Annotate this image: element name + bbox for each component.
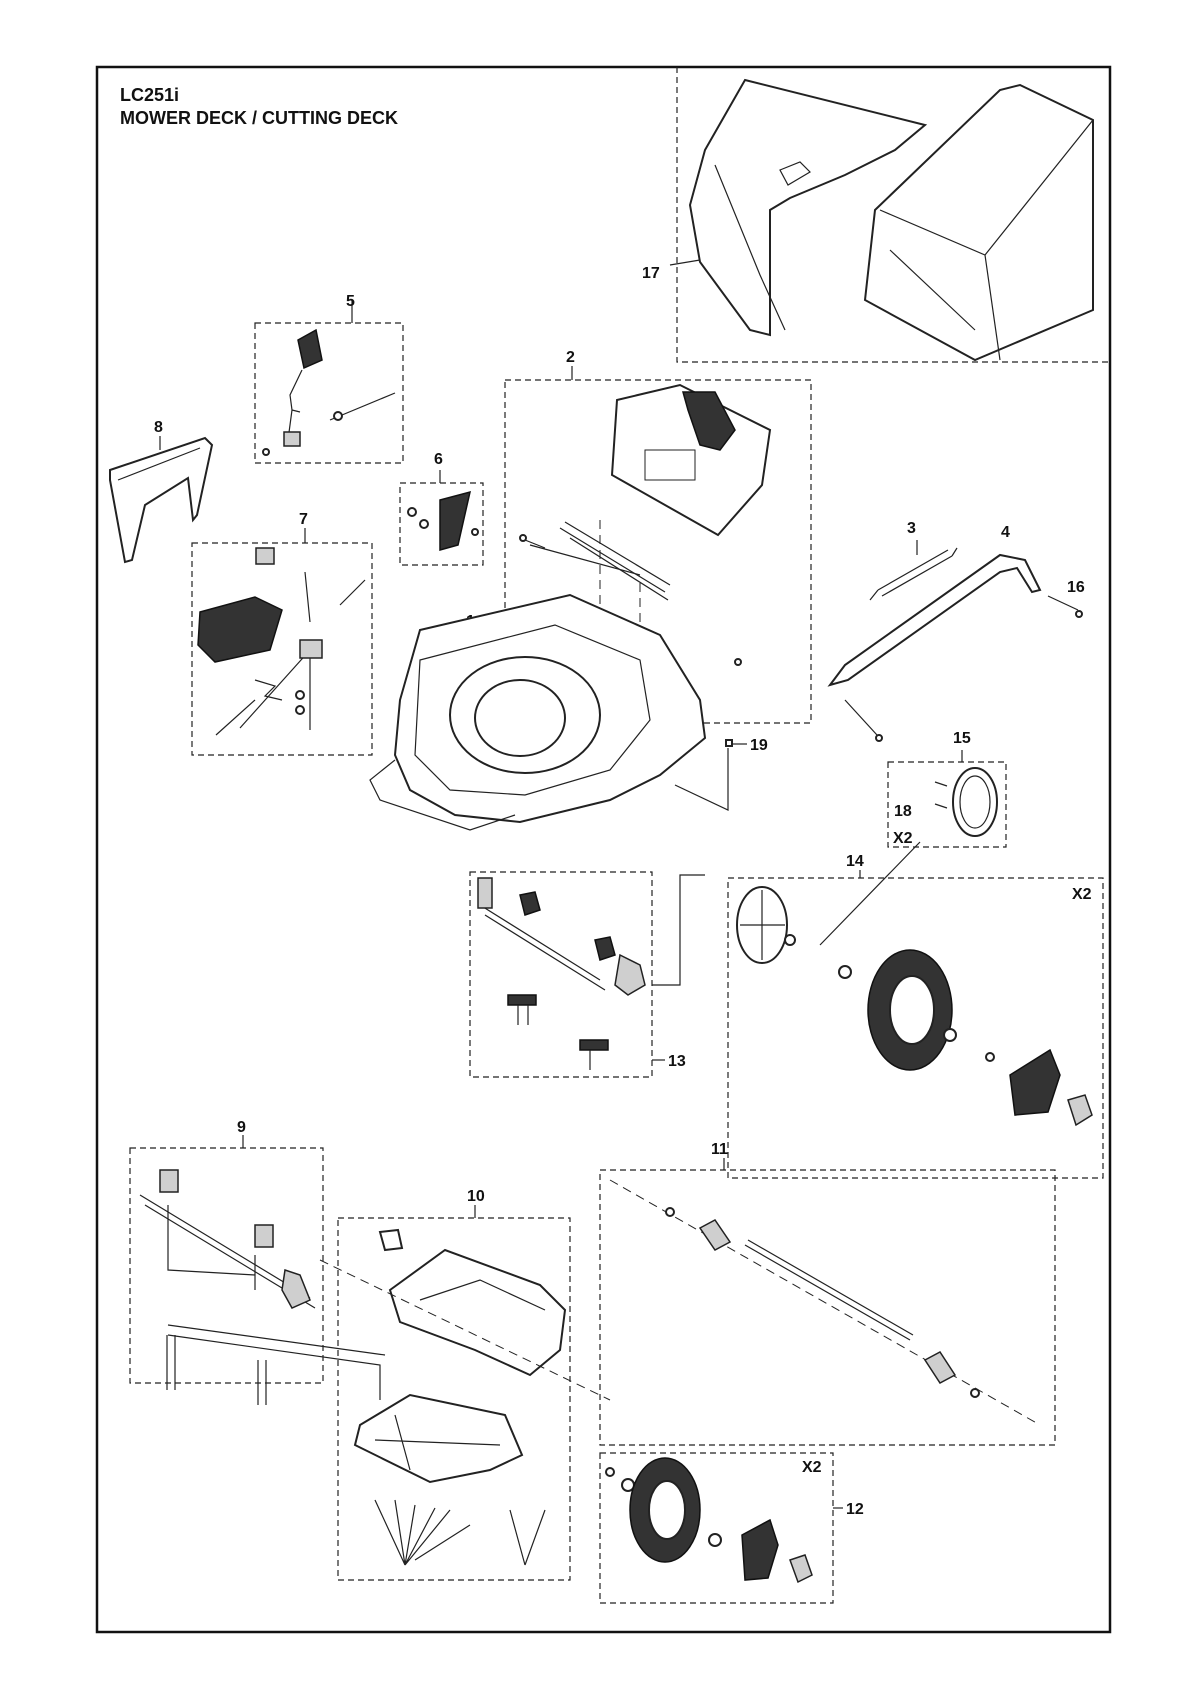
group-box-15 (887, 761, 1007, 848)
rear-wheel-quantity: X2 (1072, 886, 1092, 903)
group-box-7 (191, 542, 373, 756)
height-adjust-lever-assembly: 5 (254, 293, 404, 464)
group-box-14 (727, 877, 1104, 1179)
mulch-knob (197, 596, 283, 663)
callout-5: 5 (346, 293, 355, 310)
mulch-clip (255, 547, 275, 565)
deck-cover-assembly: 2 (504, 349, 812, 724)
callout-14: 14 (846, 853, 864, 870)
rear-wheel-assembly: 14 X2 (727, 853, 1104, 1179)
brand-badge (378, 1228, 404, 1252)
cover-handle-recess (682, 391, 736, 451)
callout-15: 15 (953, 730, 971, 747)
rear-flap (109, 436, 214, 564)
front-cover-assembly: 10 (319, 1188, 611, 1581)
callout-10: 10 (467, 1188, 485, 1205)
mulch-bracket (299, 639, 323, 659)
wheel-cap-assembly: 15 18 X2 (819, 730, 1007, 946)
clip-19: 19 (674, 737, 768, 811)
wheel-cap-quantity: X2 (893, 830, 913, 847)
callout-3: 3 (907, 520, 916, 537)
front-wheel-quantity: X2 (802, 1459, 822, 1476)
group-box-10 (337, 1217, 571, 1581)
rear-axle-bar (827, 553, 1042, 687)
group-box-5 (254, 322, 404, 464)
drive-shaft-assembly: 11 (599, 1141, 1056, 1446)
callout-11: 11 (711, 1141, 728, 1158)
deck-skirt (369, 759, 516, 831)
diagram-title: MOWER DECK / CUTTING DECK (120, 108, 398, 128)
group-box-9 (129, 1147, 324, 1384)
hinge-rod (559, 521, 671, 601)
mower-deck-assembly: 1 (369, 593, 707, 831)
grass-bag-body (863, 83, 1094, 362)
rear-wheel-cap (1009, 1048, 1061, 1116)
grass-bag-group-box (676, 67, 1110, 363)
lever-bracket (283, 431, 301, 447)
lever-grip (297, 328, 323, 370)
drive-shaft (744, 1239, 914, 1341)
front-axle-rod (479, 904, 606, 991)
group-box-12 (599, 1452, 834, 1604)
callout-2: 2 (566, 349, 575, 366)
callout-13: 13 (668, 1053, 686, 1070)
model-number: LC251i (120, 85, 180, 105)
mulch-spring (254, 679, 283, 701)
page-border (95, 65, 1112, 1634)
warning-label (644, 449, 696, 481)
grass-bag-assembly: 17 (642, 67, 1110, 363)
front-cover (388, 1248, 567, 1377)
callout-9: 9 (237, 1119, 246, 1136)
callout-16: 16 (1067, 579, 1085, 596)
rear-flap-assembly: 8 (109, 419, 214, 564)
front-base-plate (353, 1393, 524, 1484)
callout-4: 4 (1001, 524, 1010, 541)
tension-spring (877, 549, 953, 597)
rear-axle-spring-assembly: 3 4 16 (827, 520, 1085, 742)
group-box-13 (469, 871, 653, 1078)
front-wheel-assembly: 12 X2 (599, 1452, 864, 1604)
callout-19: 19 (750, 737, 768, 754)
callout-18: 18 (894, 803, 912, 820)
callout-6: 6 (434, 451, 443, 468)
callout-8: 8 (154, 419, 163, 436)
front-axle-assembly: 9 (129, 1119, 386, 1405)
callout-17: 17 (642, 265, 660, 282)
bracket-part (439, 490, 472, 551)
group-box-11 (599, 1169, 1056, 1446)
grass-bag-frame (688, 78, 928, 337)
callout-7: 7 (299, 511, 308, 528)
front-wheel-cap (741, 1518, 779, 1581)
mulch-plug-bracket-assembly: 6 (399, 451, 484, 566)
height-adjust-axle-assembly: 13 (469, 871, 705, 1078)
group-box-6 (399, 482, 484, 566)
callout-12: 12 (846, 1501, 864, 1518)
mulch-lever-assembly: 7 (191, 511, 373, 756)
motor-mount (474, 679, 566, 757)
callout-leader-17 (669, 259, 701, 266)
